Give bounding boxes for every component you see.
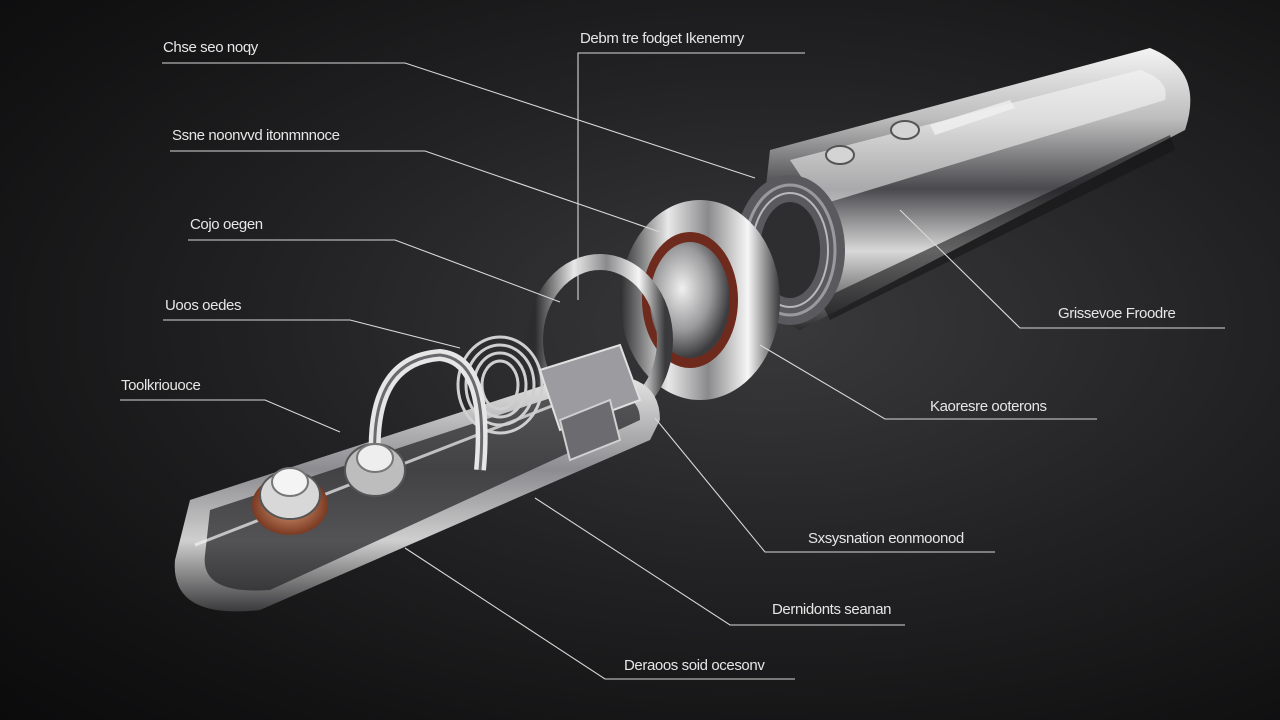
terminal-screws bbox=[252, 443, 406, 535]
callout-label: Ssne noonvvd itonmnnoce bbox=[172, 127, 340, 144]
leader-line bbox=[534, 497, 905, 626]
callout-label: Dernidonts seanan bbox=[772, 601, 892, 618]
leader-line bbox=[404, 547, 795, 680]
callout-label: Kaoresre ooterons bbox=[930, 398, 1047, 415]
bracket bbox=[538, 343, 642, 462]
leader-lines bbox=[120, 52, 1225, 680]
leader-line bbox=[120, 399, 341, 433]
spring-coil bbox=[456, 335, 544, 435]
callout-label: Toolkriouoce bbox=[121, 377, 201, 394]
callout-label: Uoos oedes bbox=[165, 297, 242, 314]
callout-label: Cojo oegen bbox=[190, 216, 263, 233]
leader-line bbox=[899, 209, 1225, 329]
leader-line bbox=[188, 239, 561, 303]
callout-label: Deraoos soid ocesonv bbox=[624, 657, 765, 674]
callout-label: Debm tre fodget Ikenemry bbox=[580, 30, 744, 47]
callout-label: Grissevoe Froodre bbox=[1058, 305, 1176, 322]
callout-label: Chse seo noqy bbox=[163, 39, 258, 56]
leader-line bbox=[163, 319, 461, 349]
leader-line bbox=[654, 417, 995, 553]
callout-label: Sxsysnation eonmoonod bbox=[808, 530, 964, 547]
leader-line bbox=[170, 150, 661, 233]
leader-line bbox=[759, 344, 1097, 420]
leader-line bbox=[577, 52, 805, 300]
lens-ring bbox=[620, 200, 780, 400]
clip-arch bbox=[368, 348, 488, 471]
main-body bbox=[758, 48, 1191, 330]
leader-line bbox=[162, 62, 756, 179]
